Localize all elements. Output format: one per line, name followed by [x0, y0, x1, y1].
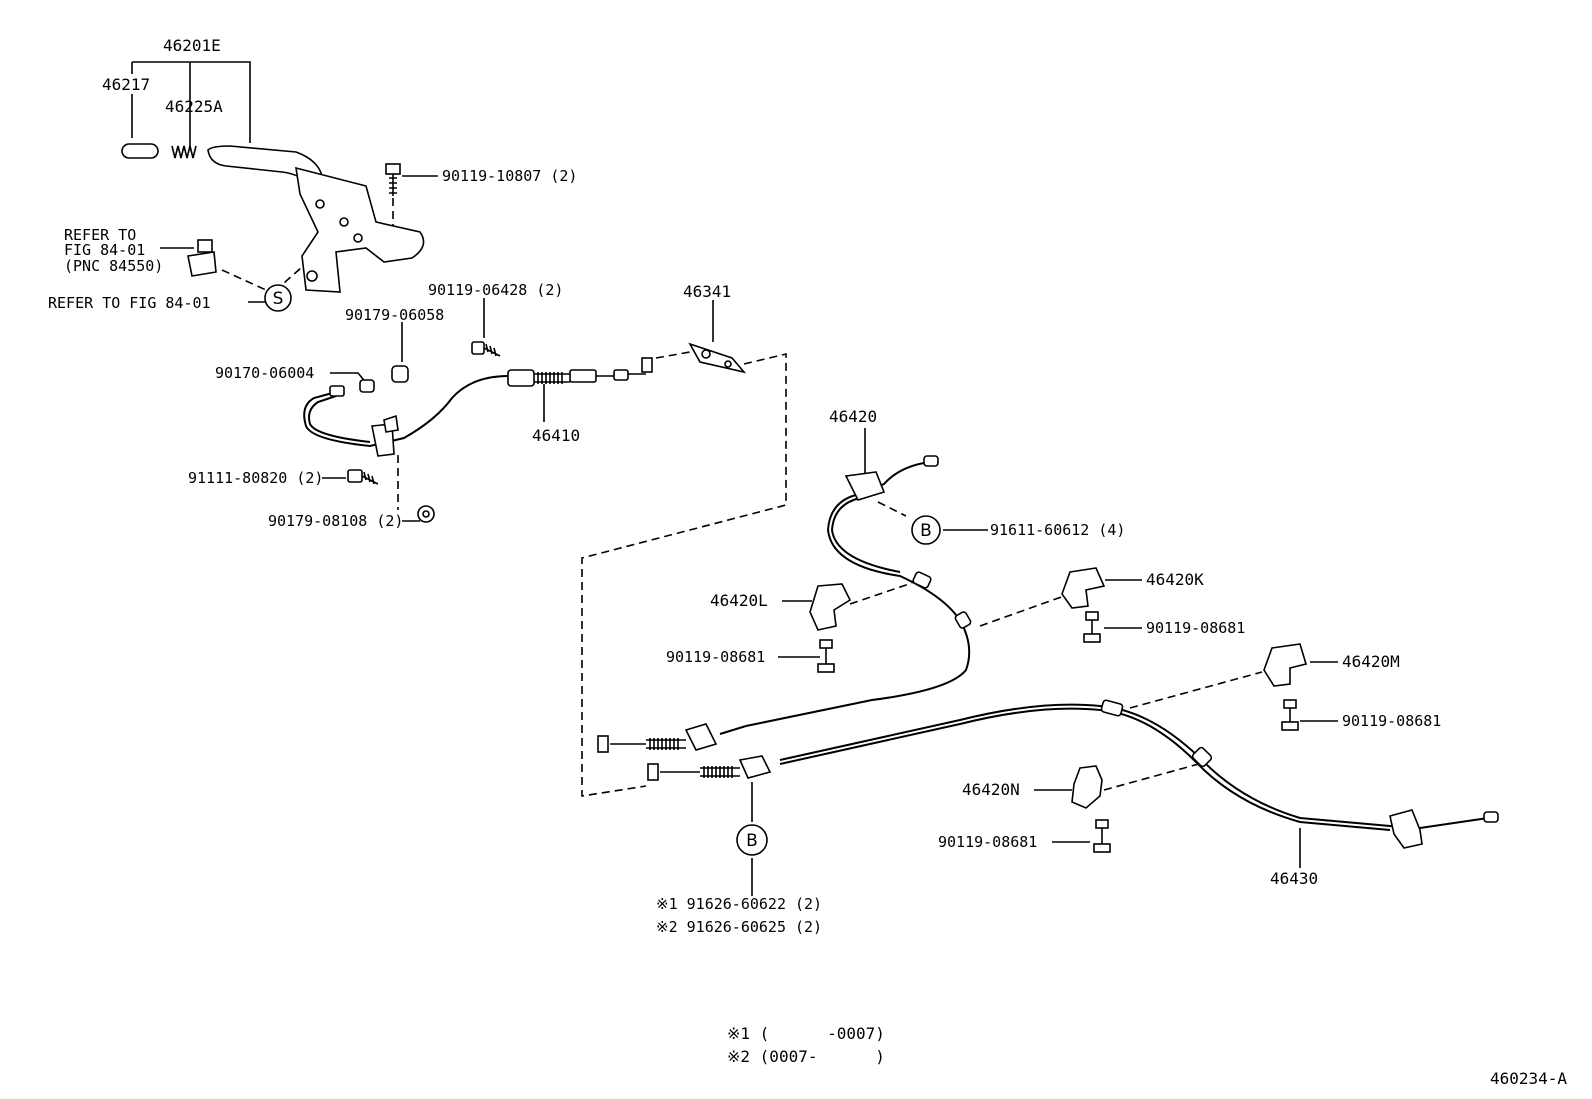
figure-id: 460234-A [1490, 1069, 1567, 1088]
label-90119-08681-m: 90119-08681 [1342, 712, 1441, 730]
legend-note1: ※1 ( -0007) [727, 1024, 885, 1043]
label-46217: 46217 [102, 75, 150, 94]
label-91111-80820: 91111-80820 (2) [188, 469, 323, 487]
circle-b-letter-upper: B [920, 521, 932, 541]
circle-s-letter: S [273, 289, 284, 309]
label-46201E: 46201E [163, 36, 221, 55]
label-note1-part: ※1 91626-60622 (2) [656, 895, 822, 913]
label-91611-60612: 91611-60612 (4) [990, 521, 1125, 539]
label-46420L: 46420L [710, 591, 768, 610]
legend-note2: ※2 (0007- ) [727, 1047, 885, 1066]
label-90170-06004: 90170-06004 [215, 364, 314, 382]
label-46225A: 46225A [165, 97, 223, 116]
rear-cable-46420 [597, 455, 1106, 753]
front-cable-46410 [303, 341, 747, 523]
label-46420N: 46420N [962, 780, 1020, 799]
label-note2-part: ※2 91626-60625 (2) [656, 918, 822, 936]
leader-lines [131, 61, 1338, 896]
label-46341: 46341 [683, 282, 731, 301]
label-90119-10807: 90119-10807 (2) [442, 167, 577, 185]
label-46420M: 46420M [1342, 652, 1400, 671]
label-90119-08681-n: 90119-08681 [938, 833, 1037, 851]
label-fig-84-01: FIG 84-01 [64, 241, 145, 259]
label-90119-06428: 90119-06428 (2) [428, 281, 563, 299]
label-refer-to-fig-84-01: REFER TO FIG 84-01 [48, 294, 211, 312]
circle-b-letter-lower: B [746, 831, 758, 851]
label-90179-06058: 90179-06058 [345, 306, 444, 324]
label-46420K: 46420K [1146, 570, 1204, 589]
label-90179-08108: 90179-08108 (2) [268, 512, 403, 530]
rear-cable-46430 [647, 643, 1499, 853]
label-46420: 46420 [829, 407, 877, 426]
label-90119-08681-l: 90119-08681 [666, 648, 765, 666]
label-46410: 46410 [532, 426, 580, 445]
label-refer-to-1: REFER TO [64, 226, 136, 244]
parking-brake-lever [121, 143, 425, 293]
reference-circles [264, 284, 941, 856]
label-pnc-84550: (PNC 84550) [64, 257, 163, 275]
label-90119-08681-k: 90119-08681 [1146, 619, 1245, 637]
label-46430: 46430 [1270, 869, 1318, 888]
